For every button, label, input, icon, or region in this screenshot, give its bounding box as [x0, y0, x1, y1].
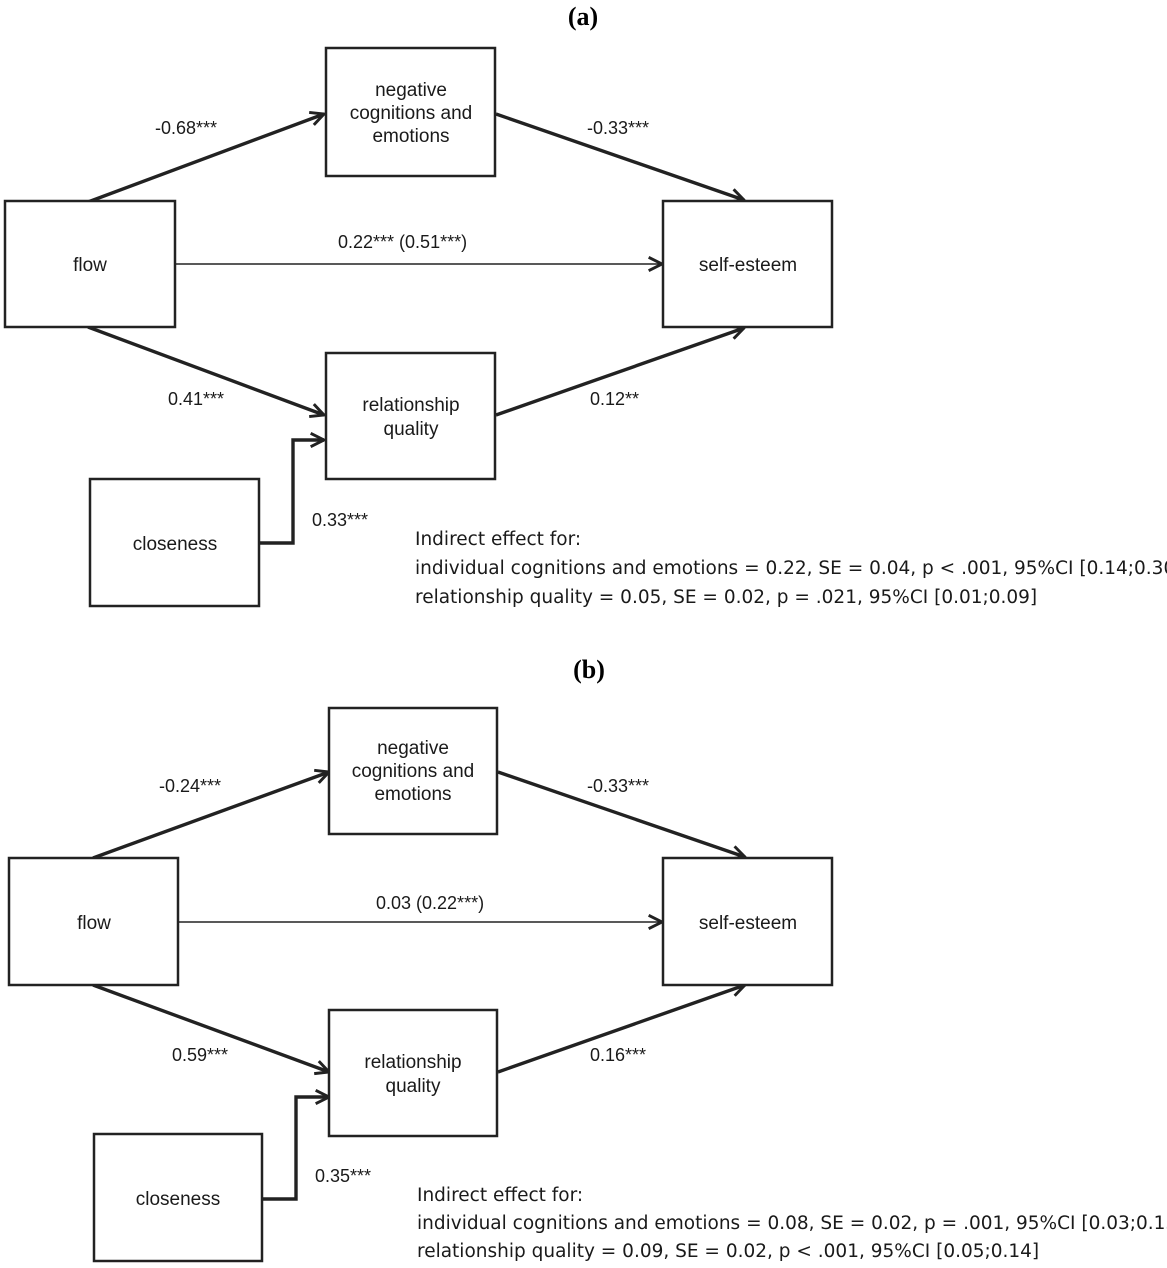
node-negative-label-2: cognitions and [350, 103, 473, 124]
node-relationship-label-1: relationship [362, 395, 459, 416]
node-closeness-label: closeness [136, 1189, 221, 1210]
coef-flow-relationship: 0.41*** [168, 389, 224, 409]
node-negative-label-1: negative [375, 80, 447, 101]
node-self-esteem [661, 856, 834, 987]
coef-flow-self-esteem: 0.22*** (0.51***) [338, 232, 467, 252]
indirect-line-cognitions: individual cognitions and emotions = 0.0… [417, 1213, 1167, 1234]
node-closeness [88, 477, 261, 608]
node-negative-cognitions [324, 46, 497, 178]
node-self-esteem [661, 199, 834, 329]
node-negative-label-3: emotions [372, 126, 449, 147]
coef-negative-self-esteem: -0.33*** [587, 118, 649, 138]
coef-flow-self-esteem: 0.03 (0.22***) [376, 893, 484, 913]
panel-a-title: (a) [568, 2, 598, 31]
coef-closeness-relationship: 0.33*** [312, 510, 368, 530]
node-flow [3, 199, 177, 329]
node-relationship-label-2: quality [384, 419, 439, 440]
node-flow-label: flow [77, 913, 111, 934]
coef-relationship-self-esteem: 0.16*** [590, 1045, 646, 1065]
coef-negative-self-esteem: -0.33*** [587, 776, 649, 796]
panel-b-title: (b) [573, 655, 605, 684]
indirect-title: Indirect effect for: [417, 1185, 583, 1206]
node-negative-label-3: emotions [374, 784, 451, 805]
indirect-line-relationship: relationship quality = 0.09, SE = 0.02, … [417, 1241, 1039, 1262]
coef-relationship-self-esteem: 0.12** [590, 389, 639, 409]
node-self-esteem-label: self-esteem [699, 913, 797, 934]
node-relationship-quality [324, 351, 497, 481]
coef-flow-negative: -0.68*** [155, 118, 217, 138]
arrow-negative-to-self-esteem [495, 112, 744, 200]
indirect-line-cognitions: individual cognitions and emotions = 0.2… [415, 558, 1167, 579]
node-flow-label: flow [73, 255, 107, 276]
coef-flow-relationship: 0.59*** [172, 1045, 228, 1065]
panel-a: (a) flow negative cognitions and emotion… [3, 2, 1167, 608]
arrow-closeness-to-relationship [259, 440, 324, 545]
node-negative-label-1: negative [377, 738, 449, 759]
node-relationship-label-2: quality [386, 1076, 441, 1097]
coef-closeness-relationship: 0.35*** [315, 1166, 371, 1186]
node-negative-cognitions [327, 706, 499, 836]
arrow-flow-to-relationship [92, 983, 329, 1072]
indirect-line-relationship: relationship quality = 0.05, SE = 0.02, … [415, 587, 1037, 608]
arrow-flow-to-negative [92, 772, 329, 860]
arrow-relationship-to-self-esteem [497, 985, 745, 1074]
coef-flow-negative: -0.24*** [159, 776, 221, 796]
node-self-esteem-label: self-esteem [699, 255, 797, 276]
node-relationship-quality [327, 1008, 499, 1138]
node-negative-label-2: cognitions and [352, 761, 475, 782]
arrow-relationship-to-self-esteem [495, 328, 744, 417]
node-relationship-label-1: relationship [364, 1052, 461, 1073]
arrow-negative-to-self-esteem [497, 770, 745, 857]
arrow-flow-to-relationship [87, 325, 324, 415]
node-closeness-label: closeness [133, 534, 218, 555]
panel-b: (b) flow negative cognitions and emotion… [7, 655, 1167, 1263]
arrow-closeness-to-relationship [263, 1097, 329, 1201]
node-closeness [92, 1132, 264, 1263]
indirect-title: Indirect effect for: [415, 529, 581, 550]
node-flow [7, 856, 180, 987]
arrow-flow-to-negative [87, 114, 324, 204]
